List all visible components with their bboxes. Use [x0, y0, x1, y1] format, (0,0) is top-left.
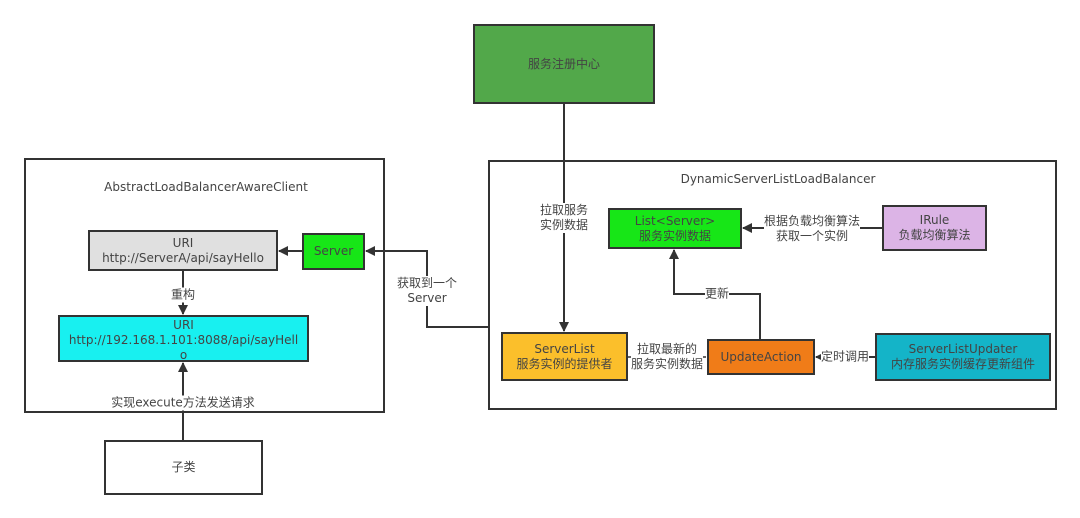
irule-line1: IRule: [919, 213, 950, 227]
rule-line2: 获取一个实例: [775, 229, 849, 243]
get-server-line1: 获取到一个: [396, 276, 458, 290]
server-list-updater-line1: ServerListUpdater: [908, 342, 1018, 356]
edge-label-update: 更新: [704, 286, 730, 302]
update-text: 更新: [704, 286, 730, 301]
server-list-updater-box[interactable]: ServerListUpdater 内存服务实例缓存更新组件: [875, 333, 1051, 381]
edge-label-rebuild: 重构: [170, 287, 196, 303]
get-server-line2: Server: [407, 291, 447, 305]
uri-original-box[interactable]: URI http://ServerA/api/sayHello: [88, 230, 278, 271]
dynamic-server-list-load-balancer-container: [488, 160, 1057, 410]
left-container-title: AbstractLoadBalancerAwareClient: [104, 180, 308, 194]
subclass-label: 子类: [171, 460, 196, 474]
server-list-line2: 服务实例的提供者: [516, 356, 613, 371]
right-container-title: DynamicServerListLoadBalancer: [680, 172, 876, 186]
uri-original-line1: URI: [172, 235, 194, 250]
edge-label-execute: 实现execute方法发送请求: [111, 395, 255, 411]
server-list-data-line1: List<Server>: [634, 213, 716, 228]
uri-rebuilt-line1: URI: [173, 318, 194, 332]
server-box[interactable]: Server: [302, 233, 365, 270]
rebuild-text: 重构: [170, 287, 196, 302]
irule-line2: 负载均衡算法: [898, 228, 971, 242]
server-list-box[interactable]: ServerList 服务实例的提供者: [501, 332, 628, 381]
server-label: Server: [313, 244, 354, 258]
pull-line1: 拉取服务: [539, 203, 589, 217]
pull-latest-line1: 拉取最新的: [636, 342, 698, 356]
service-registry-box[interactable]: 服务注册中心: [473, 24, 655, 104]
server-list-data-line2: 服务实例数据: [638, 228, 711, 243]
uri-rebuilt-line2: http://192.168.1.101:8088/api/sayHell: [68, 333, 299, 347]
server-list-line1: ServerList: [534, 341, 595, 356]
rule-line1: 根据负载均衡算法: [763, 214, 861, 228]
edge-label-pull: 拉取服务 实例数据: [539, 203, 589, 233]
server-list-data-box[interactable]: List<Server> 服务实例数据: [608, 208, 742, 249]
subclass-box[interactable]: 子类: [104, 440, 263, 495]
abstract-load-balancer-aware-client-container: [24, 158, 385, 413]
edge-label-rule: 根据负载均衡算法 获取一个实例: [763, 214, 861, 244]
pull-line2: 实例数据: [539, 218, 589, 232]
pull-latest-line2: 服务实例数据: [630, 357, 704, 371]
server-list-updater-line2: 内存服务实例缓存更新组件: [890, 357, 1035, 371]
update-action-box[interactable]: UpdateAction: [707, 339, 815, 375]
edge-label-pull-latest: 拉取最新的 服务实例数据: [630, 342, 704, 372]
timer-text: 定时调用: [820, 349, 870, 364]
uri-rebuilt-box[interactable]: URI http://192.168.1.101:8088/api/sayHel…: [58, 315, 309, 362]
service-registry-label: 服务注册中心: [527, 56, 600, 71]
edge-label-timer: 定时调用: [820, 349, 870, 365]
update-action-label: UpdateAction: [720, 349, 802, 364]
edge-label-get-server: 获取到一个 Server: [396, 276, 458, 306]
uri-rebuilt-line3: o: [179, 348, 188, 362]
uri-original-line2: http://ServerA/api/sayHello: [102, 250, 264, 265]
execute-text: 实现execute方法发送请求: [111, 395, 255, 410]
irule-box[interactable]: IRule 负载均衡算法: [882, 205, 987, 251]
